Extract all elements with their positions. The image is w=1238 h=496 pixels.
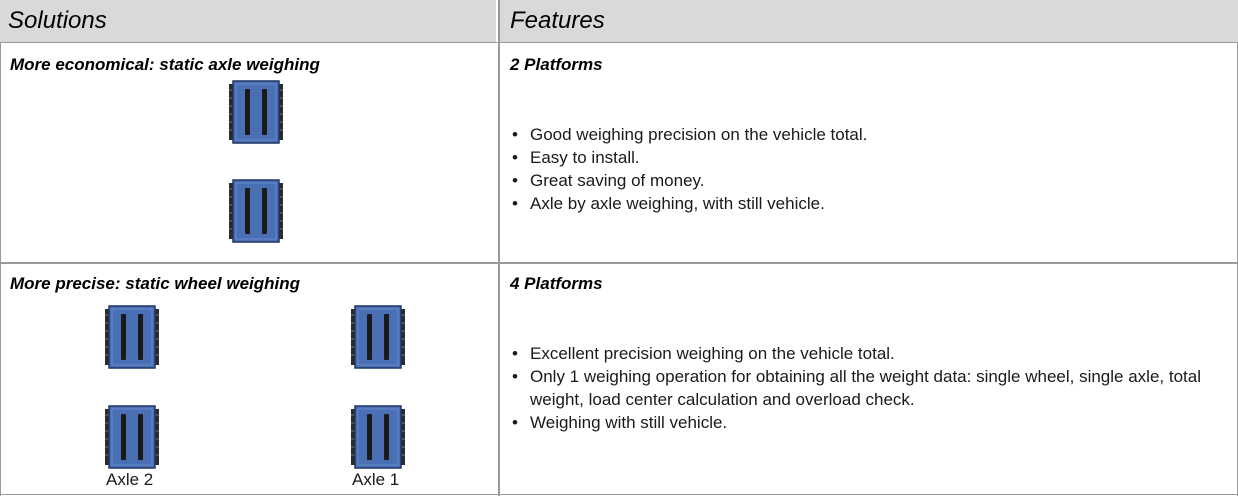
axle-label-1: Axle 1: [352, 470, 400, 489]
axle-label-2: Axle 2: [106, 470, 154, 489]
header-features-cell: [500, 0, 1238, 42]
divider-row: [0, 262, 1238, 264]
border-left: [0, 42, 1, 496]
weighing-platform-icon: [350, 305, 406, 369]
weighing-platform-icon: [104, 405, 160, 469]
feature-item: Great saving of money.: [510, 169, 1210, 192]
header-features: Features: [510, 7, 605, 34]
feature-item: Weighing with still vehicle.: [510, 411, 1210, 434]
divider-column: [498, 0, 500, 496]
feature-item: Axle by axle weighing, with still vehicl…: [510, 192, 1210, 215]
feature-list-4-platforms: Excellent precision weighing on the vehi…: [510, 342, 1210, 434]
feature-item: Easy to install.: [510, 146, 1210, 169]
feature-item: Only 1 weighing operation for obtaining …: [510, 365, 1210, 411]
feature-item: Excellent precision weighing on the vehi…: [510, 342, 1210, 365]
header-solutions-cell: [0, 0, 496, 42]
divider-bottom: [0, 494, 1238, 495]
feature-title-4-platforms: 4 Platforms: [510, 274, 603, 293]
weighing-platform-icon: [104, 305, 160, 369]
divider-header: [0, 42, 1238, 43]
feature-item: Good weighing precision on the vehicle t…: [510, 123, 1210, 146]
weighing-platform-icon: [228, 80, 284, 144]
solution-title-economical: More economical: static axle weighing: [10, 55, 320, 74]
feature-title-2-platforms: 2 Platforms: [510, 55, 603, 74]
feature-list-2-platforms: Good weighing precision on the vehicle t…: [510, 123, 1210, 215]
weighing-platform-icon: [228, 179, 284, 243]
weighing-platform-icon: [350, 405, 406, 469]
solution-title-precise: More precise: static wheel weighing: [10, 274, 301, 293]
header-solutions: Solutions: [8, 7, 107, 34]
